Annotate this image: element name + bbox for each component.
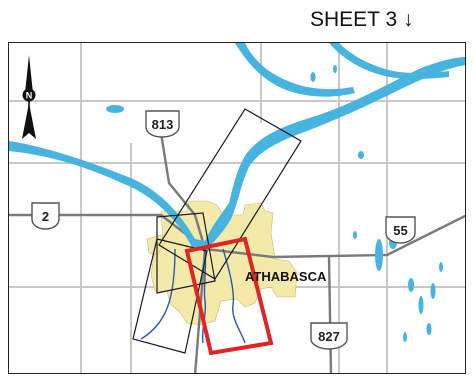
shield-icon bbox=[385, 216, 416, 244]
sheet-3-highlight[interactable] bbox=[184, 236, 274, 356]
shield-icon bbox=[31, 202, 60, 230]
hwy-55-label: 55 bbox=[393, 223, 407, 238]
sheet-label: SHEET 3 ↓ bbox=[310, 8, 414, 31]
hwy-827-label: 827 bbox=[318, 329, 340, 344]
north-arrow-icon: N bbox=[22, 55, 36, 139]
map-frame: 813 2 55 827 ATHABASCA N bbox=[8, 42, 466, 374]
sheet-outlines bbox=[132, 108, 302, 354]
hwy-813-shield: 813 bbox=[145, 110, 180, 138]
hwy-2-shield: 2 bbox=[31, 202, 60, 230]
streams bbox=[140, 248, 246, 344]
sheet-outline-southwest bbox=[132, 238, 208, 354]
sheet-outline-central bbox=[156, 212, 216, 294]
shield-icon bbox=[310, 322, 348, 350]
hwy-55-shield: 55 bbox=[385, 216, 416, 244]
minor-roads bbox=[9, 43, 465, 373]
north-arrow-label: N bbox=[26, 91, 33, 101]
major-roads bbox=[9, 132, 465, 373]
hwy-813-label: 813 bbox=[152, 117, 174, 132]
rivers bbox=[9, 43, 465, 342]
hwy-827-shield: 827 bbox=[310, 322, 348, 350]
hwy-2-label: 2 bbox=[42, 209, 49, 224]
town-label: ATHABASCA bbox=[245, 269, 327, 284]
shield-icon bbox=[145, 110, 180, 138]
map-canvas: 813 2 55 827 ATHABASCA N bbox=[9, 43, 465, 373]
